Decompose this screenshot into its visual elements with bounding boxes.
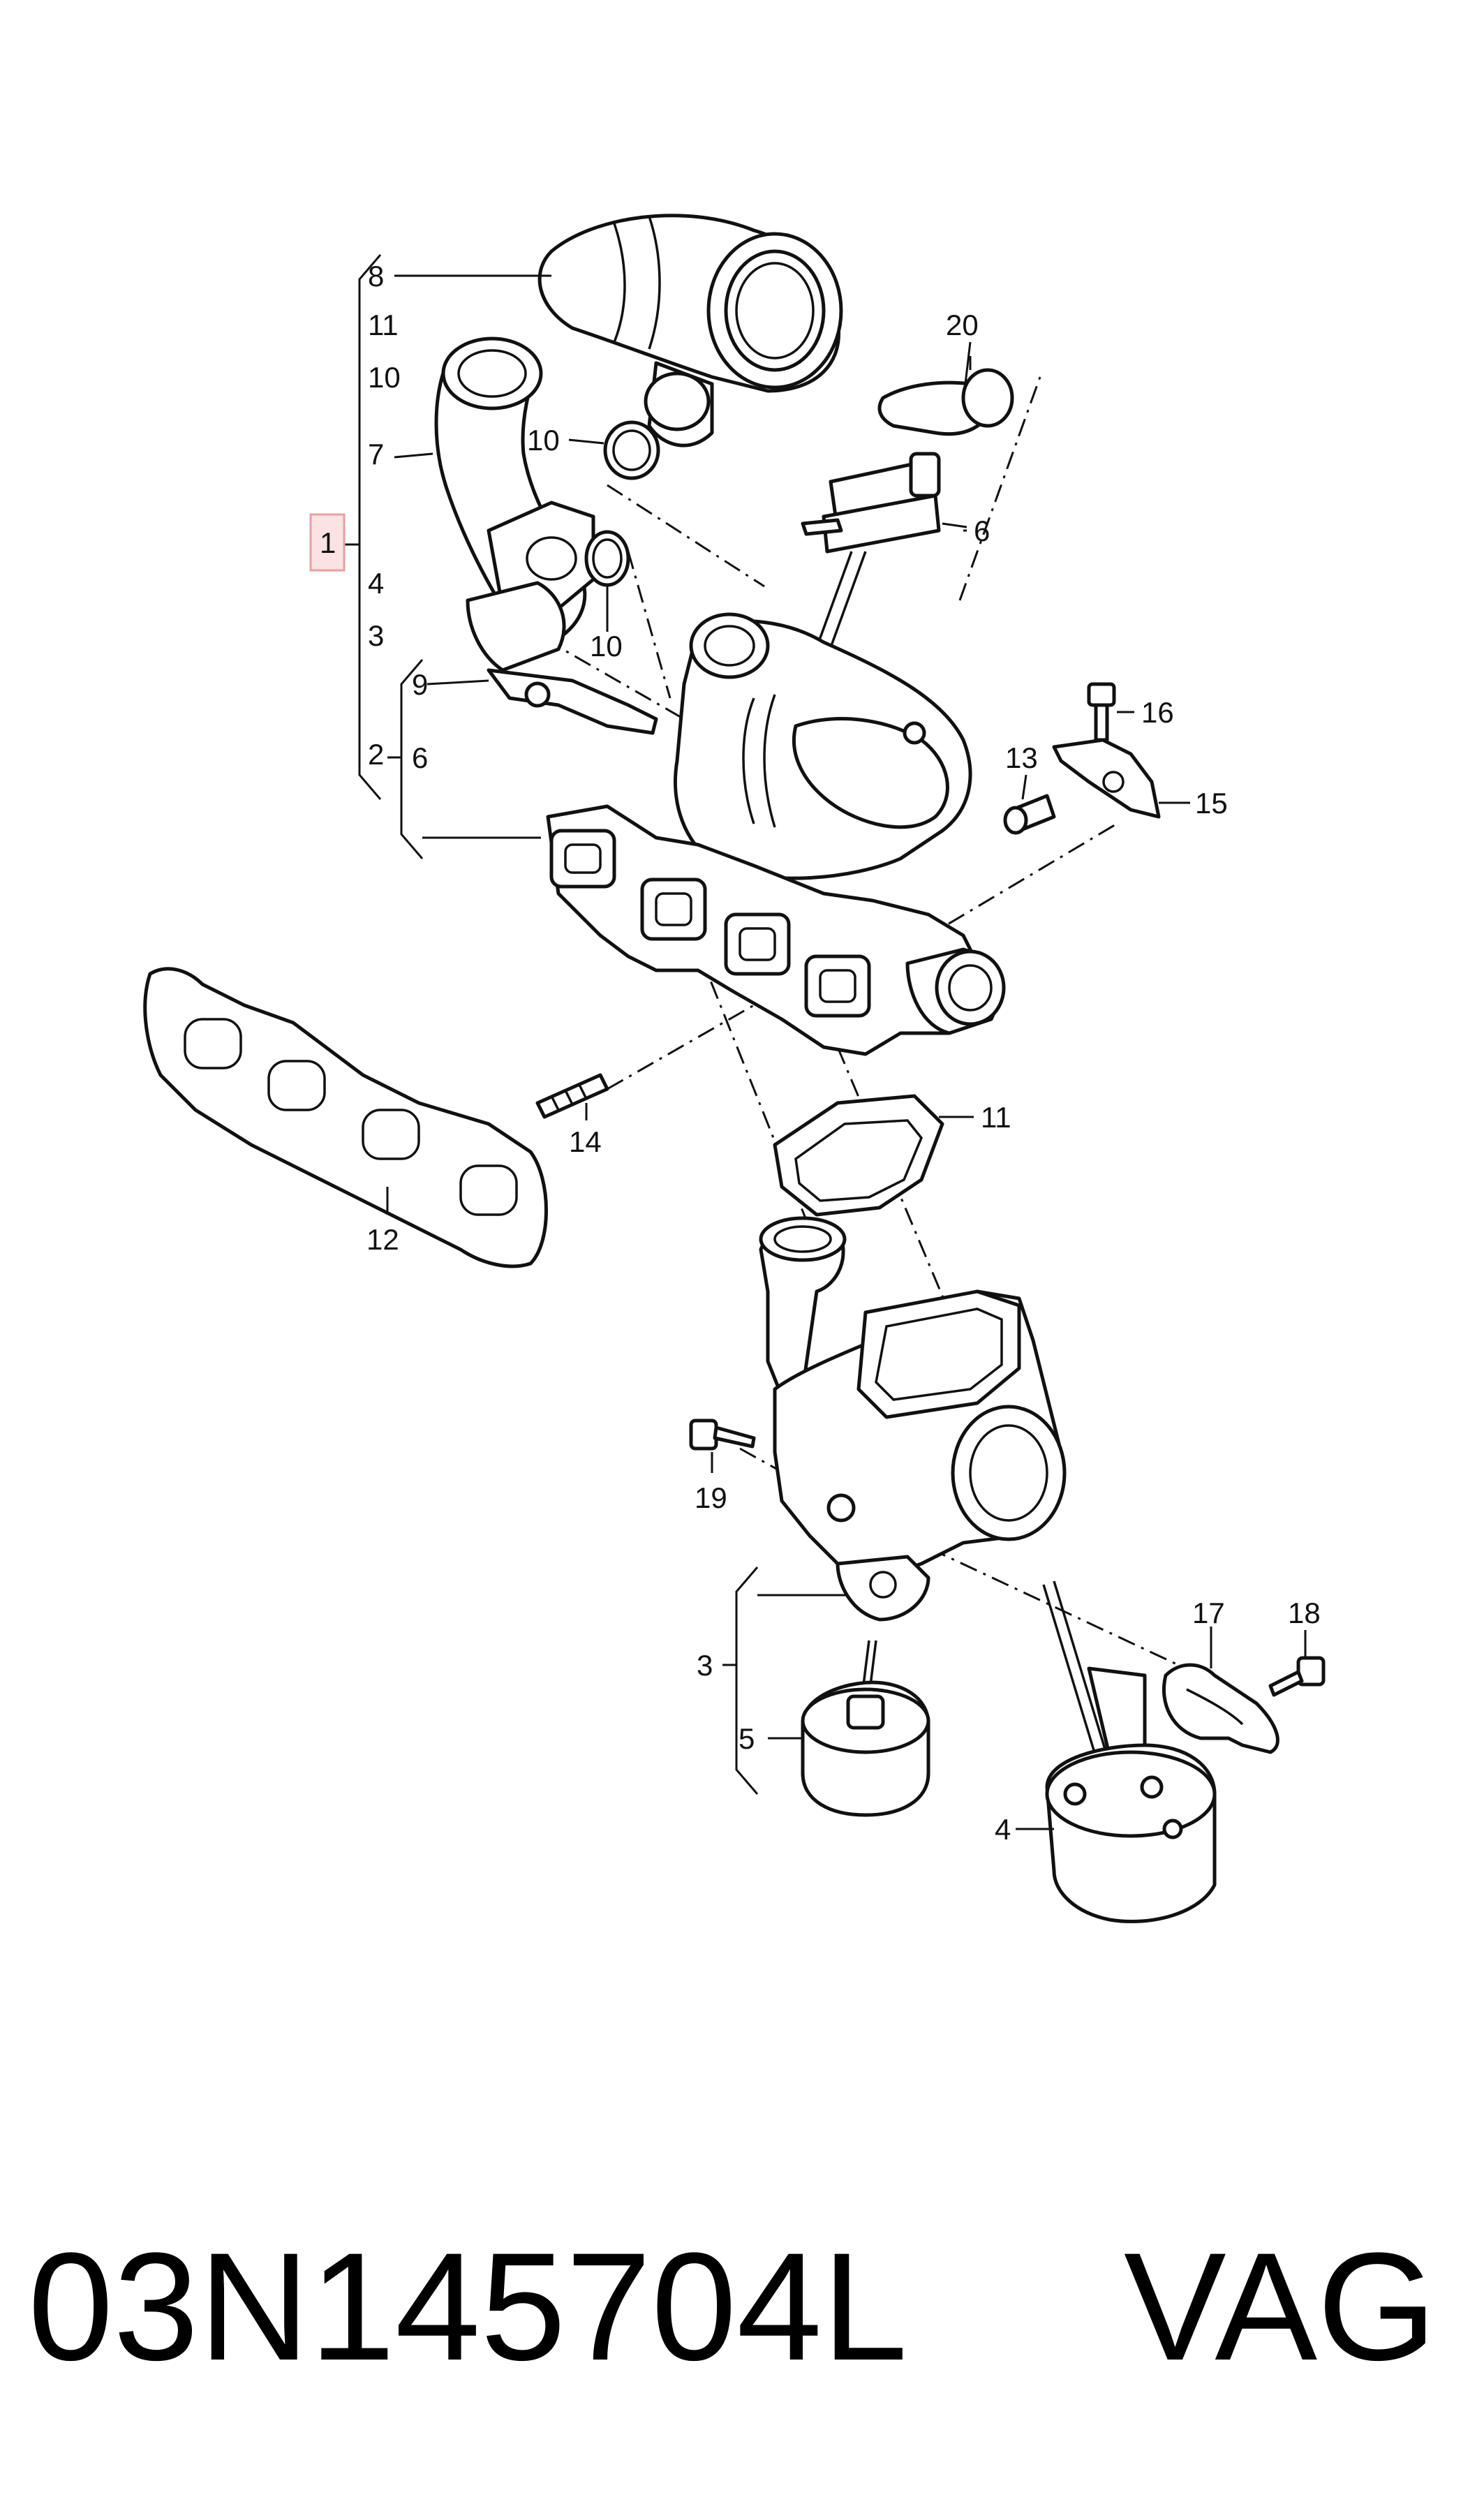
- heat-shield-bracket: [487, 668, 658, 735]
- callout-15: 15: [1195, 787, 1228, 820]
- sleeve: [1003, 794, 1056, 835]
- callout-6-bracket: 6: [412, 741, 428, 774]
- callout-6-right: 6: [974, 514, 990, 547]
- callout-12: 12: [366, 1223, 399, 1256]
- callout-2: 2: [368, 738, 384, 771]
- stud-bolt: [535, 1073, 609, 1119]
- callout-5: 5: [739, 1722, 755, 1755]
- exhaust-manifold: [546, 804, 1006, 1056]
- highlight-box-1: [309, 513, 346, 572]
- actuator-5: [801, 1640, 930, 1817]
- small-elbow: [877, 368, 1014, 436]
- callout-9: 9: [412, 668, 428, 701]
- callout-20: 20: [946, 309, 979, 341]
- callout-4-bottom: 4: [995, 1813, 1011, 1846]
- callout-16: 16: [1141, 696, 1174, 729]
- upper-intake-housing: [537, 214, 843, 447]
- callout-1: 1: [320, 526, 336, 559]
- callout-17: 17: [1192, 1597, 1225, 1629]
- leader-lines: [386, 274, 1307, 1830]
- upper-actuator: [801, 452, 941, 667]
- part-number: 03N145704L: [28, 2221, 907, 2392]
- manifold-gasket: [143, 967, 548, 1268]
- callout-14: 14: [569, 1125, 602, 1158]
- support-bracket: [1052, 738, 1161, 819]
- callout-10-mid: 10: [527, 424, 560, 457]
- callout-10-top: 10: [368, 361, 401, 394]
- callout-19: 19: [695, 1481, 727, 1514]
- callout-13: 13: [1005, 741, 1038, 774]
- callout-3-top: 3: [368, 619, 384, 652]
- flange-gasket: [773, 1094, 944, 1217]
- callout-18: 18: [1288, 1597, 1321, 1629]
- callout-4-top: 4: [368, 567, 384, 600]
- callout-10-low: 10: [590, 630, 623, 662]
- bolt-16: [1087, 682, 1116, 742]
- callout-labels: 1 8 11 10 7 4 3 9 2 6 10 10 20 6 16 13 1…: [320, 260, 1321, 1846]
- bracket-group-2: [387, 659, 541, 859]
- callout-8: 8: [368, 260, 384, 292]
- bolt-18: [1268, 1656, 1326, 1697]
- bolt-19: [689, 1419, 756, 1451]
- brand-name: VAG: [1124, 2221, 1437, 2392]
- curved-pipe: [434, 336, 595, 672]
- actuator-4: [1042, 1580, 1217, 1923]
- turbine-housing: [759, 1216, 1067, 1622]
- callout-3-bottom: 3: [697, 1649, 713, 1682]
- callout-7: 7: [368, 438, 384, 471]
- bracket-17: [1162, 1663, 1279, 1754]
- callout-11-right: 11: [981, 1101, 1011, 1134]
- turbocharger-core: [674, 612, 972, 880]
- bracket-group-3: [722, 1567, 848, 1795]
- callout-11-top: 11: [368, 309, 399, 341]
